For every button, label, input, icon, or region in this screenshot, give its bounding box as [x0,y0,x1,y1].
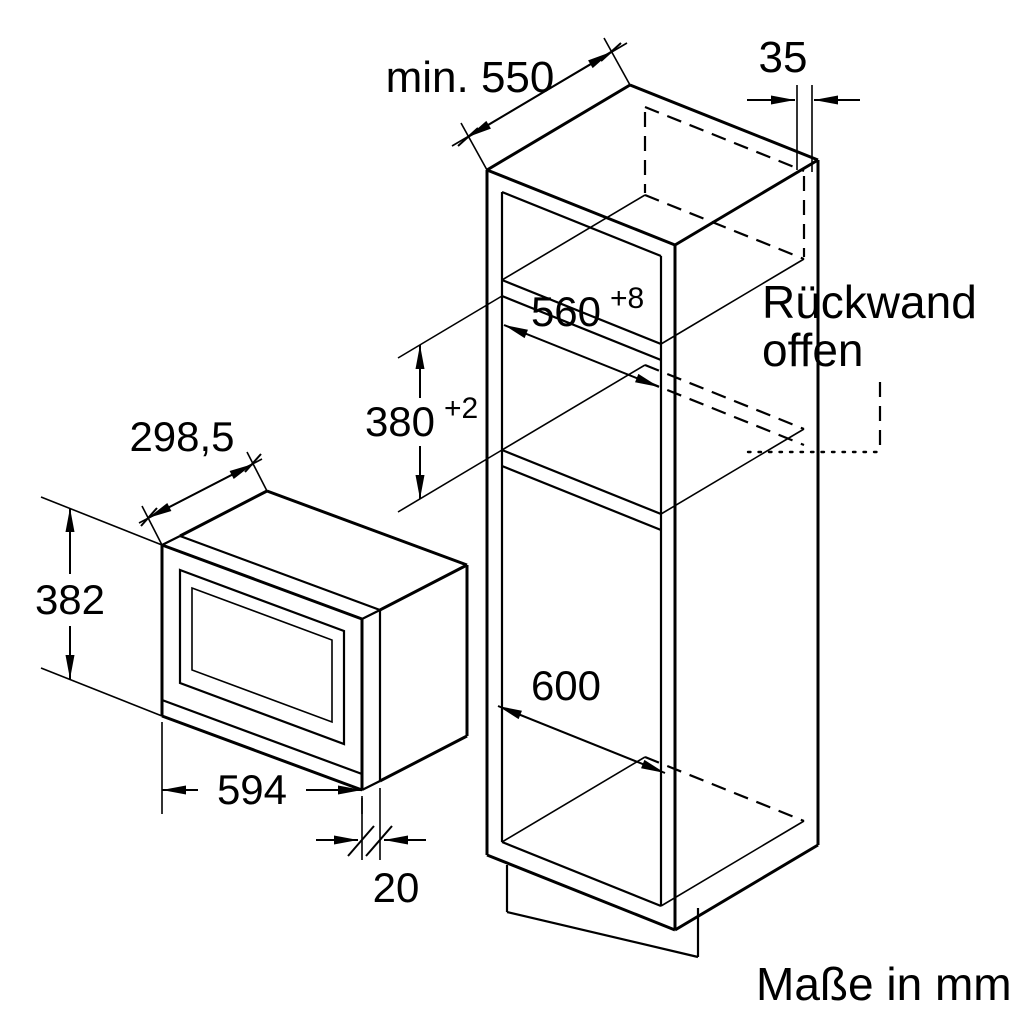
label-niche-height: 380 [365,398,435,445]
dim-min-depth-550: min. 550 [386,37,631,171]
dim-rear-offset-35: 35 [747,33,860,172]
dim-niche-height-380: 380 +2 [365,295,503,513]
rear-wall-open-line2: offen [762,324,863,376]
door-window-frame [178,568,346,746]
label-appliance-depth: 298,5 [129,413,234,460]
label-niche-width-tolerance: +8 [610,282,644,315]
label-appliance-height: 382 [35,576,105,623]
dim-appliance-depth-298-5: 298,5 [129,413,268,546]
label-appliance-width: 594 [217,766,287,813]
label-rear-wall-open: Rückwand offen [746,276,977,454]
label-min-depth: min. 550 [386,53,555,102]
label-lower-width: 600 [531,662,601,709]
rear-wall-open-line1: Rückwand [762,276,977,328]
footer-note: Maße in mm [756,958,1012,1010]
rear-open-dashed-edges [643,105,806,823]
microwave-drawing [160,489,469,792]
label-door-protrusion: 20 [373,864,420,911]
dim-niche-width-560: 560 +8 [503,282,660,388]
label-niche-width: 560 [531,288,601,335]
dim-appliance-width-594: 594 [161,722,363,814]
dim-door-protrusion-20: 20 [316,788,426,911]
door-window-glass [191,586,333,724]
label-rear-offset: 35 [759,33,808,82]
cabinet-drawing [485,83,820,959]
dim-appliance-height-382: 382 [35,496,163,717]
dim-lower-width-600: 600 [497,662,666,774]
label-niche-height-tolerance: +2 [444,392,478,425]
